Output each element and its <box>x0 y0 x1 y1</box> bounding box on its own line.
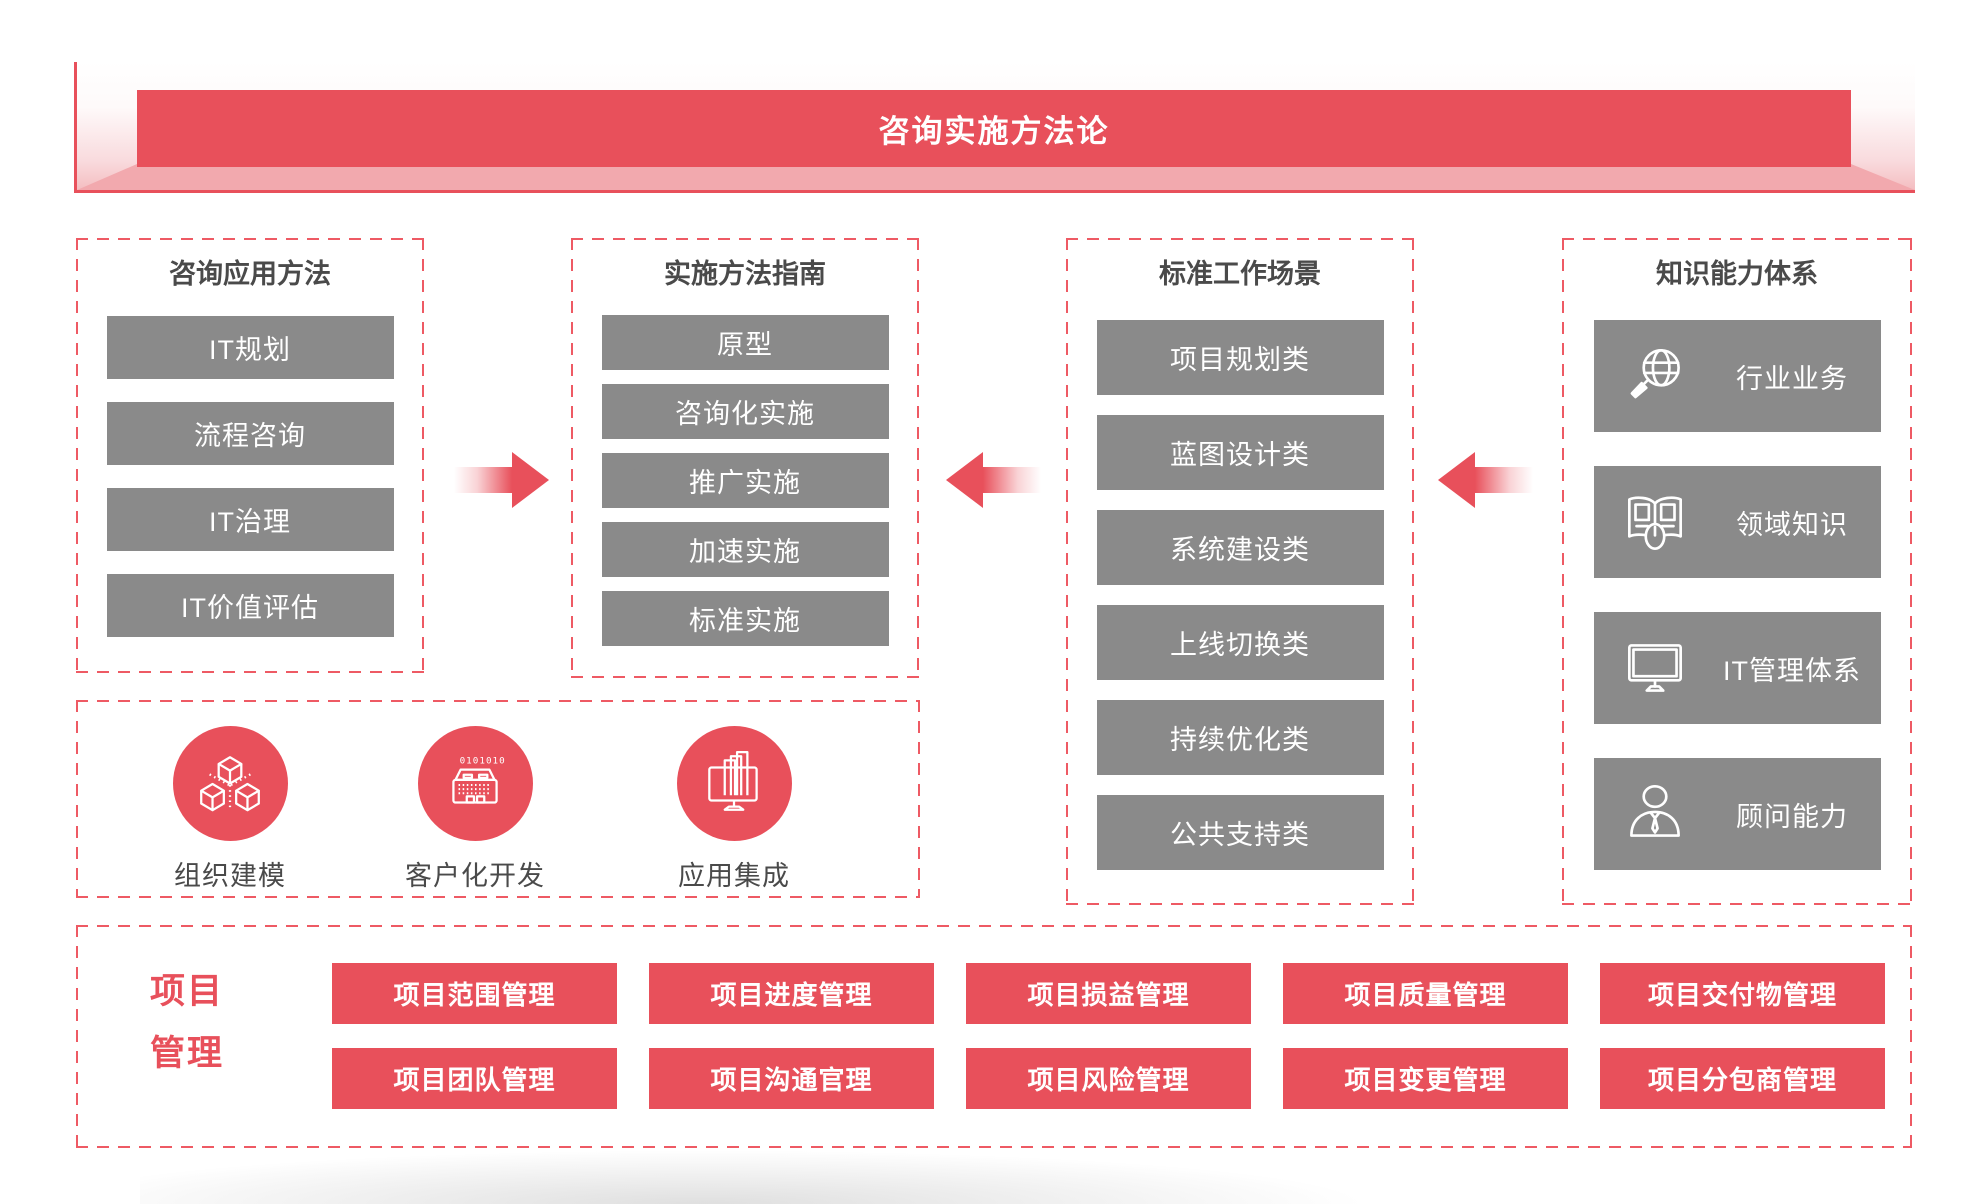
magnifier-globe-icon <box>1616 337 1694 415</box>
knowledge-box: 领域知识 <box>1593 466 1881 578</box>
method-box: 推广实施 <box>601 453 889 508</box>
laptop-code-icon: 0101010 <box>417 726 533 841</box>
capability-list: 组织建模 0101010 客户化开发 应用集成 <box>76 700 920 898</box>
method-box: 公共支持类 <box>1096 795 1384 870</box>
pm-button: 项目损益管理 <box>966 963 1251 1024</box>
pm-button: 项目进度管理 <box>649 963 934 1024</box>
method-box-list: IT规划流程咨询 IT治理 IT价值评估 <box>106 316 394 637</box>
cubes-icon <box>172 726 288 841</box>
scenario-box-list: 项目规划类蓝图设计类系统建设类上线切换类持续优化类公共支持类 <box>1096 320 1384 870</box>
column-title: 标准工作场景 <box>1159 259 1321 289</box>
column-consulting-application-methods: 咨询应用方法 IT规划流程咨询 IT治理 IT价值评估 <box>76 238 424 673</box>
flow-arrow-left-icon <box>946 452 1041 508</box>
capability-item: 0101010 客户化开发 <box>365 726 585 893</box>
column-implementation-method-guide: 实施方法指南 原型咨询化实施推广实施加速实施标准实施 <box>571 238 919 678</box>
method-box: 上线切换类 <box>1096 605 1384 680</box>
method-box: 原型 <box>601 315 889 370</box>
monitor-docs-icon <box>676 726 792 841</box>
method-box: 咨询化实施 <box>601 384 889 439</box>
pm-button: 项目质量管理 <box>1283 963 1568 1024</box>
pm-button: 项目沟通官理 <box>649 1048 934 1109</box>
svg-text:0101010: 0101010 <box>460 755 506 766</box>
capability-item: 应用集成 <box>624 726 844 893</box>
knowledge-box-label: 顾问能力 <box>1736 801 1848 832</box>
flow-arrow-left-icon <box>1438 452 1533 508</box>
book-mouse-icon <box>1616 483 1694 561</box>
method-box: 项目规划类 <box>1096 320 1384 395</box>
method-box: 持续优化类 <box>1096 700 1384 775</box>
banner-base <box>77 164 1915 190</box>
column-title: 实施方法指南 <box>664 259 826 289</box>
method-box: 蓝图设计类 <box>1096 415 1384 490</box>
project-management-section: 项目 管理 项目范围管理项目进度管理项目损益管理项目质量管理项目交付物管理项目团… <box>76 925 1912 1148</box>
capability-label: 应用集成 <box>678 861 790 891</box>
column-title: 咨询应用方法 <box>169 259 331 289</box>
flow-arrow-right-icon <box>454 452 549 508</box>
method-box: IT规划 <box>106 316 394 379</box>
column-title: 知识能力体系 <box>1656 259 1818 289</box>
method-box: 系统建设类 <box>1096 510 1384 585</box>
method-box: 流程咨询 <box>106 402 394 465</box>
knowledge-box-label: 领域知识 <box>1736 509 1848 540</box>
column-standard-work-scenarios: 标准工作场景 项目规划类蓝图设计类系统建设类上线切换类持续优化类公共支持类 <box>1066 238 1414 905</box>
method-box: 加速实施 <box>601 522 889 577</box>
knowledge-box: 顾问能力 <box>1593 758 1881 870</box>
method-box: 标准实施 <box>601 591 889 646</box>
method-box: IT治理 <box>106 488 394 551</box>
pm-button: 项目范围管理 <box>332 963 617 1024</box>
banner: 咨询实施方法论 <box>137 90 1851 167</box>
pm-button: 项目分包商管理 <box>1600 1048 1885 1109</box>
pm-button-grid: 项目范围管理项目进度管理项目损益管理项目质量管理项目交付物管理项目团队管理项目沟… <box>332 963 1885 1109</box>
method-box-list: 原型咨询化实施推广实施加速实施标准实施 <box>601 315 889 646</box>
capability-label: 组织建模 <box>174 861 286 891</box>
banner-title: 咨询实施方法论 <box>878 114 1110 149</box>
knowledge-box: 行业业务 <box>1593 320 1881 432</box>
pm-button: 项目变更管理 <box>1283 1048 1568 1109</box>
knowledge-box-label: IT管理体系 <box>1723 655 1861 686</box>
pm-label-line1: 项目 <box>150 972 225 1011</box>
column-knowledge-capability-system: 知识能力体系 行业业务领域知识 IT管理体系顾问能力 <box>1562 238 1912 905</box>
capability-label: 客户化开发 <box>405 861 545 891</box>
banner-3d-frame: 咨询实施方法论 <box>74 62 1915 193</box>
knowledge-box-label: 行业业务 <box>1736 363 1848 394</box>
method-box: IT价值评估 <box>106 574 394 637</box>
pm-button: 项目团队管理 <box>332 1048 617 1109</box>
page-shadow <box>140 1148 1390 1204</box>
capability-section: 组织建模 0101010 客户化开发 应用集成 <box>76 700 920 898</box>
pm-label-line2: 管理 <box>150 1034 225 1073</box>
pm-label: 项目 管理 <box>150 961 224 1085</box>
capability-item: 组织建模 <box>120 726 340 893</box>
knowledge-box: IT管理体系 <box>1593 612 1881 724</box>
knowledge-box-list: 行业业务领域知识 IT管理体系顾问能力 <box>1593 320 1881 870</box>
monitor-icon <box>1616 629 1694 707</box>
person-icon <box>1616 775 1694 853</box>
pm-button: 项目风险管理 <box>966 1048 1251 1109</box>
pm-button: 项目交付物管理 <box>1600 963 1885 1024</box>
